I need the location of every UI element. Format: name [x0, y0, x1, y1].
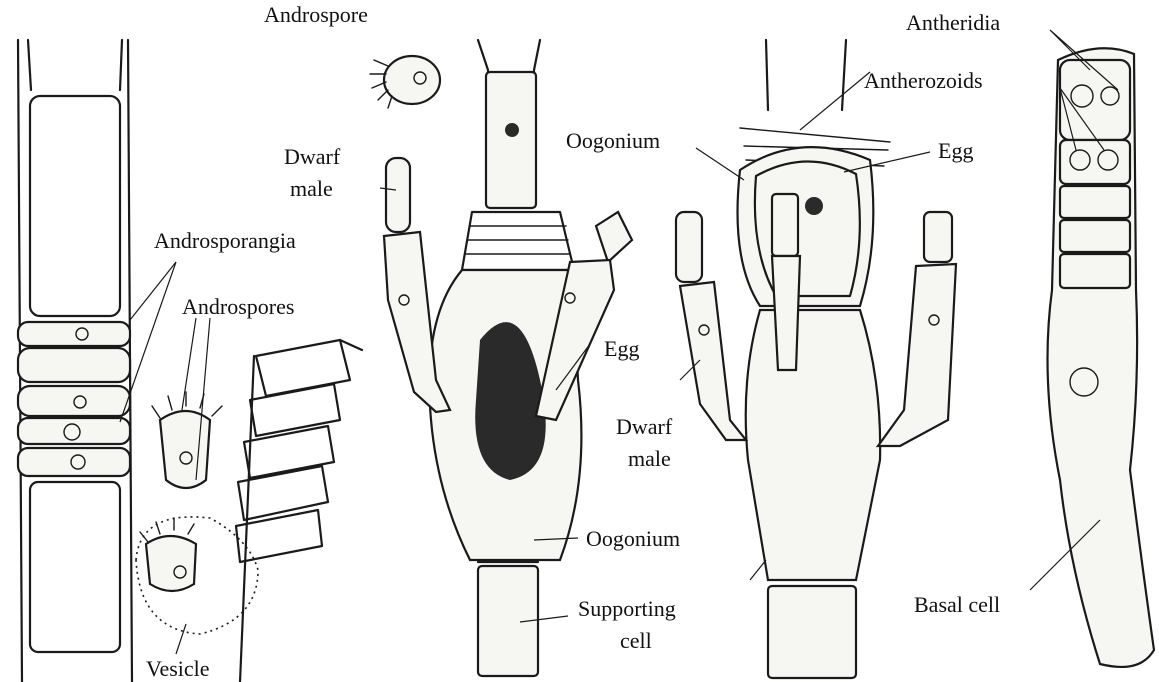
label-androsporangia: Androsporangia	[154, 228, 296, 253]
label-egg-center: Egg	[604, 336, 639, 361]
label-antherozoids: Antherozoids	[864, 68, 983, 93]
label-androspores: Androspores	[182, 294, 294, 319]
androspores-group	[136, 56, 440, 634]
filament-androsporangia	[18, 40, 132, 682]
label-vesicle: Vesicle	[146, 656, 210, 681]
androsporangia-stack	[18, 322, 130, 476]
label-dwarf-male-2-line2: male	[628, 446, 671, 471]
dwarf-male-3-left	[676, 212, 746, 440]
label-androspore: Androspore	[264, 2, 368, 27]
label-supporting-cell-line1: Supporting	[578, 596, 676, 621]
filament-segment-zigzag	[236, 340, 362, 682]
label-basal-cell: Basal cell	[914, 592, 1000, 617]
label-dwarf-male-1-line1: Dwarf	[284, 144, 341, 169]
label-dwarf-male-1-line2: male	[290, 176, 333, 201]
right-filament	[738, 40, 891, 678]
label-antheridia: Antheridia	[906, 10, 1000, 35]
label-oogonium-bottom: Oogonium	[586, 526, 680, 551]
dwarf-male-3-right	[878, 212, 956, 446]
label-dwarf-male-2-line1: Dwarf	[616, 414, 673, 439]
label-egg-right: Egg	[938, 138, 973, 163]
dwarf-male-large	[1048, 48, 1155, 667]
label-oogonium-top: Oogonium	[566, 128, 660, 153]
label-supporting-cell-line2: cell	[620, 628, 652, 653]
